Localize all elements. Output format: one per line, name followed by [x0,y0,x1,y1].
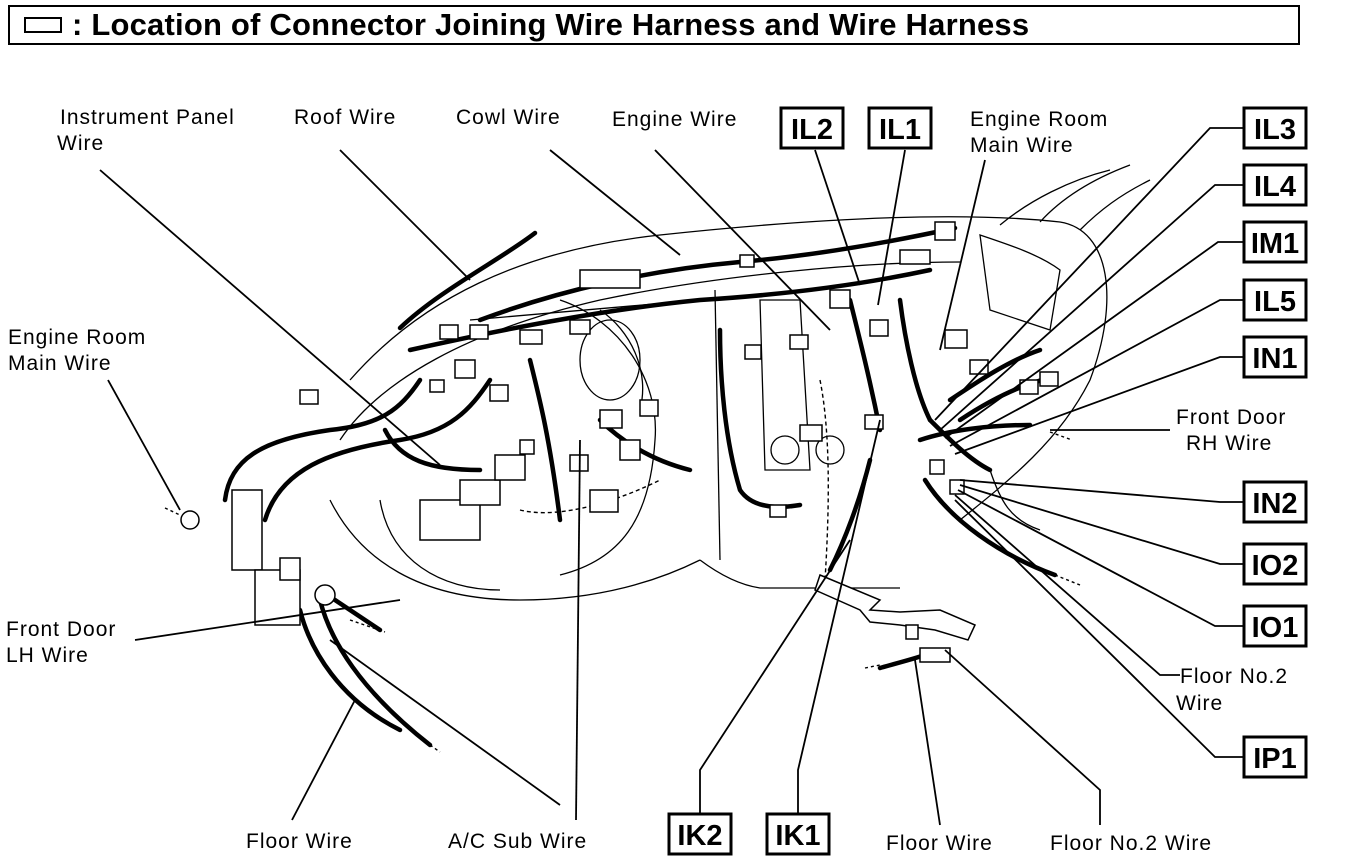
connector-code-IL5: IL5 [1242,278,1308,322]
connector-codes: IL2 IL1 IL3 IL4 IM1 IL5 IN1 IN2 [667,106,1308,856]
connector-code-IO1-text: IO1 [1252,612,1299,644]
connector-code-IL1-text: IL1 [879,114,921,146]
wire-labels: Instrument Panel Wire Roof Wire Cowl Wir… [6,106,1288,855]
connector-code-IO2-text: IO2 [1252,550,1299,582]
connector-legend-icon [24,17,62,33]
label-cowl-wire: Cowl Wire [456,106,561,129]
connector-code-IN1: IN1 [1242,335,1308,379]
label-front-door-lh-wire-line2: LH Wire [6,644,89,667]
connector-code-IN1-text: IN1 [1252,343,1297,375]
connector-code-IM1-text: IM1 [1251,228,1299,260]
floor-duct [814,573,977,663]
connector-blocks [180,221,1059,626]
connector-code-IP1: IP1 [1242,735,1308,779]
wire-harness-runs [222,225,1058,748]
connector-code-IO2: IO2 [1242,542,1308,586]
label-engine-room-main-wire-left-line2: Main Wire [8,352,112,375]
label-ac-sub-wire: A/C Sub Wire [448,830,587,853]
label-floor-no2-wire-right-line1: Floor No.2 [1180,665,1288,688]
connector-code-IN2-text: IN2 [1252,488,1297,520]
connector-code-IN2: IN2 [1242,480,1308,524]
connector-code-IL2: IL2 [779,106,845,150]
connector-code-IL2-text: IL2 [791,114,833,146]
title-bar: : Location of Connector Joining Wire Har… [8,5,1300,45]
connector-code-IK2-text: IK2 [677,820,722,852]
label-engine-room-main-wire-top-line2: Main Wire [970,134,1074,157]
connector-code-IK1: IK1 [765,812,831,856]
label-front-door-lh-wire-line1: Front Door [6,618,116,641]
connector-code-IP1-text: IP1 [1253,743,1297,775]
connector-code-IL4: IL4 [1242,163,1308,207]
label-roof-wire: Roof Wire [294,106,396,129]
leader-lines [99,127,1245,826]
label-floor-wire-left: Floor Wire [246,830,353,853]
connector-code-IO1: IO1 [1242,604,1308,648]
page-title: : Location of Connector Joining Wire Har… [72,7,1030,42]
label-floor-wire-bottom: Floor Wire [886,832,993,855]
connector-code-IM1: IM1 [1242,220,1308,264]
label-floor-no2-wire-bottom: Floor No.2 Wire [1050,832,1212,855]
connector-code-IK2: IK2 [667,812,733,856]
label-floor-no2-wire-right-line2: Wire [1176,692,1223,715]
connector-code-IL3-text: IL3 [1254,114,1296,146]
label-engine-wire: Engine Wire [612,108,737,131]
connector-code-IL1: IL1 [867,106,933,150]
label-engine-room-main-wire-left-line1: Engine Room [8,326,146,349]
label-instrument-panel-wire-line1: Instrument Panel [60,106,235,129]
connector-code-IK1-text: IK1 [775,820,820,852]
connector-code-IL5-text: IL5 [1254,286,1296,318]
connector-code-IL4-text: IL4 [1254,171,1296,203]
label-front-door-rh-wire-line1: Front Door [1176,406,1286,429]
label-front-door-rh-wire-line2: RH Wire [1186,432,1272,455]
label-instrument-panel-wire-line2: Wire [57,132,104,155]
label-engine-room-main-wire-top-line1: Engine Room [970,108,1108,131]
connector-code-IL3: IL3 [1242,106,1308,150]
